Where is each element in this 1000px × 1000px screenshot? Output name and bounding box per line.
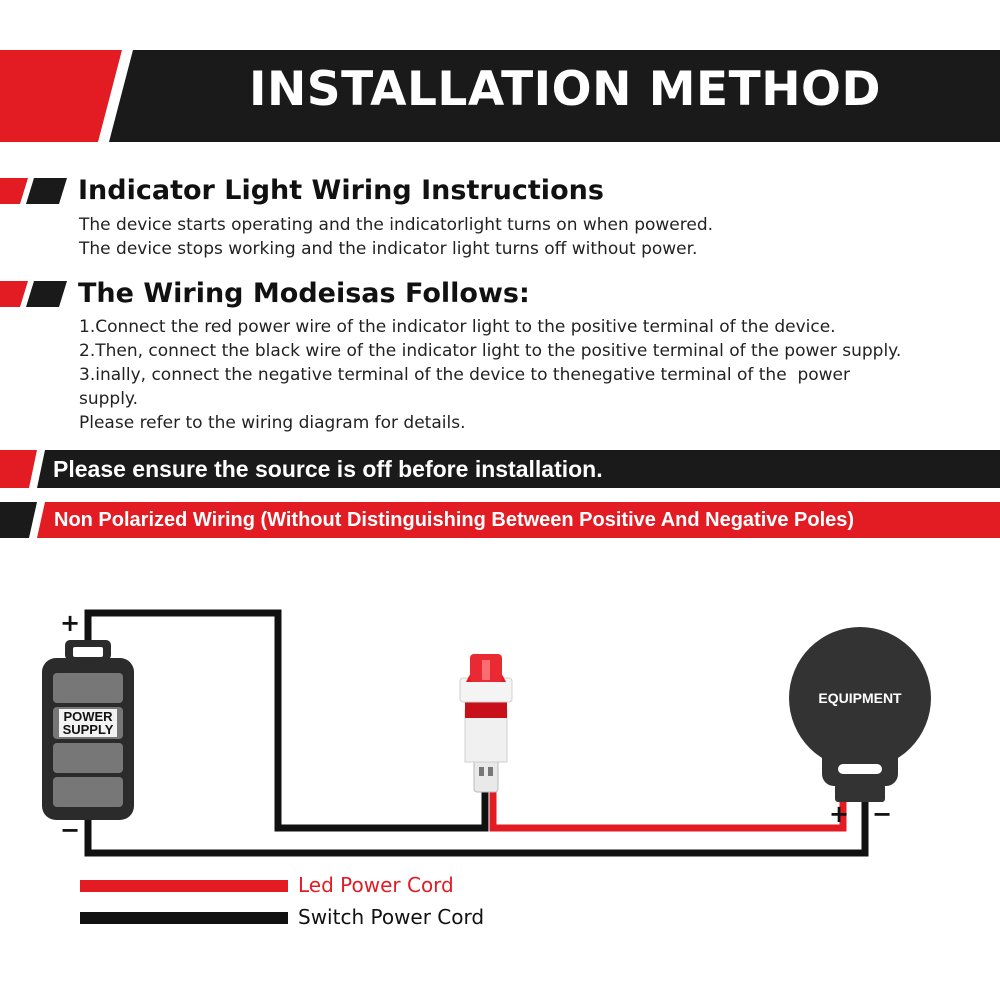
- power-supply-label: POWER SUPPLY: [59, 710, 117, 736]
- legend-label-led-power-cord: Led Power Cord: [298, 873, 454, 897]
- body-line: Please refer to the wiring diagram for d…: [79, 413, 466, 433]
- power-supply-label-line1: POWER: [63, 709, 113, 724]
- power-supply-label-line2: SUPPLY: [62, 722, 114, 737]
- warning-bar: [0, 450, 1000, 488]
- equipment-plus-symbol: +: [829, 800, 850, 828]
- power-supply-minus-symbol: −: [60, 816, 81, 844]
- section-body-wiring-mode: 1.Connect the red power wire of the indi…: [79, 315, 901, 435]
- body-line: The device starts operating and the indi…: [79, 215, 714, 235]
- polarity-text: Non Polarized Wiring (Without Distinguis…: [54, 509, 855, 531]
- body-line: supply.: [79, 389, 138, 409]
- body-line: The device stops working and the indicat…: [79, 239, 698, 259]
- section-title-wiring-mode: The Wiring Modeisas Follows:: [78, 278, 530, 309]
- polarity-bar: [0, 502, 1000, 538]
- legend-swatch-switch-power-cord: [80, 912, 288, 924]
- switch-power-cord-wires: [84, 609, 869, 857]
- section-bullet-icon: [0, 281, 67, 307]
- body-line: 2.Then, connect the black wire of the in…: [79, 341, 902, 361]
- wiring-diagram: [42, 609, 931, 857]
- indicator-light-icon: [459, 654, 513, 793]
- header-red-stripe: [0, 50, 122, 142]
- legend-label-switch-power-cord: Switch Power Cord: [298, 905, 485, 929]
- power-supply-plus-symbol: +: [60, 609, 81, 637]
- led-power-cord-wire: [489, 790, 847, 832]
- equipment-label: EQUIPMENT: [818, 690, 902, 706]
- power-supply-battery: [42, 640, 134, 820]
- warning-text: Please ensure the source is off before i…: [53, 456, 603, 482]
- equipment-icon: [789, 627, 931, 802]
- page-title: INSTALLATION METHOD: [248, 62, 882, 117]
- body-line: 1.Connect the red power wire of the indi…: [79, 317, 836, 337]
- equipment-minus-symbol: −: [872, 800, 893, 828]
- legend-swatch-led-power-cord: [80, 880, 288, 892]
- body-line: 3.inally, connect the negative terminal …: [79, 365, 851, 385]
- section-title-indicator-wiring: Indicator Light Wiring Instructions: [78, 175, 604, 206]
- header-dark-band: [109, 50, 1000, 142]
- section-bullet-icon: [0, 178, 67, 204]
- header-banner: [0, 50, 1000, 142]
- section-body-indicator-wiring: The device starts operating and the indi…: [79, 213, 713, 261]
